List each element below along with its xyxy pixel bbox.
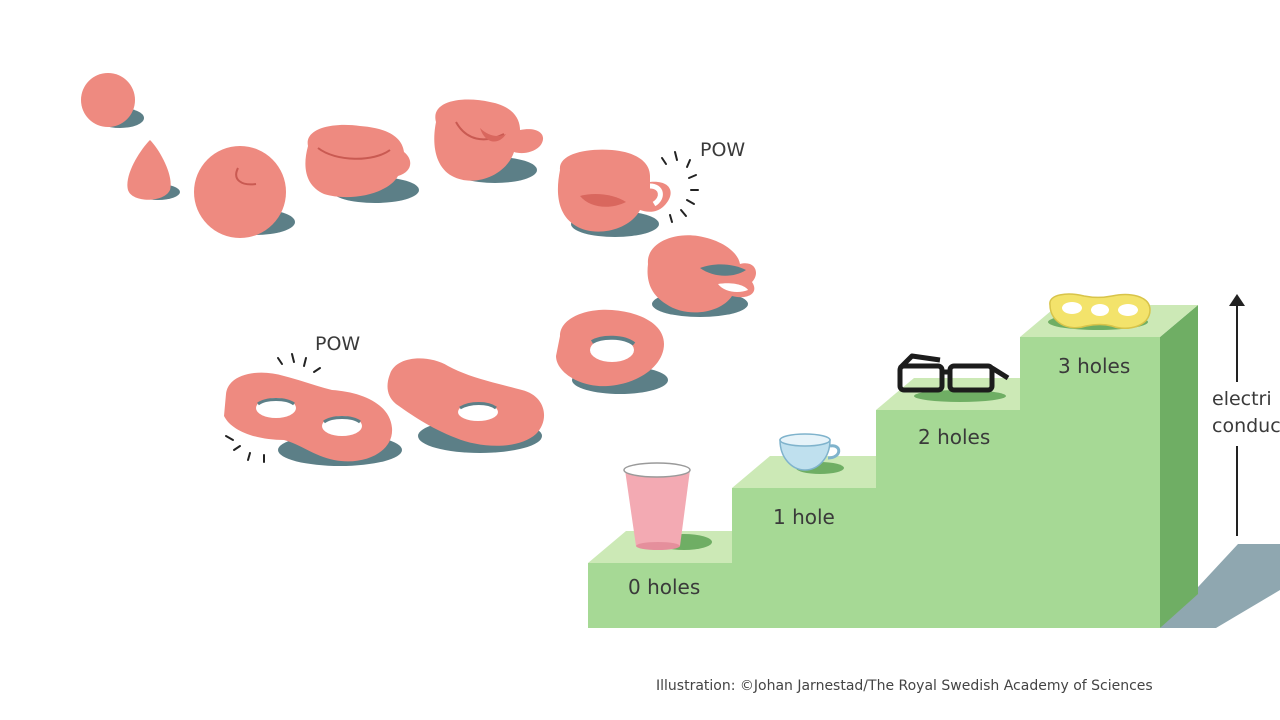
step-label-2: 2 holes: [918, 425, 990, 449]
blob-sphere-dimple: [194, 146, 295, 238]
blob-mug: [647, 235, 756, 317]
blob-bowl: [305, 124, 419, 203]
step-label-3: 3 holes: [1058, 354, 1130, 378]
axis-label-line2: conduc: [1212, 415, 1280, 437]
staircase-side-face: [1160, 305, 1198, 628]
staircase-shadow: [1160, 544, 1280, 628]
blob-double-torus: [224, 372, 402, 466]
arrow-up-icon: [1229, 294, 1245, 306]
pow-label-1: POW: [700, 139, 745, 161]
pow-label-2: POW: [315, 333, 360, 355]
glasses-icon: [897, 353, 1010, 402]
step-label-0: 0 holes: [628, 575, 700, 599]
blob-torus: [556, 309, 668, 394]
pretzel-icon: [1048, 293, 1151, 330]
step-label-1: 1 hole: [773, 505, 835, 529]
axis-label-line1: electri: [1212, 388, 1272, 410]
pow-burst-1: [661, 151, 699, 223]
staircase-front-face: [588, 337, 1160, 628]
teacup-icon: [779, 433, 844, 474]
blob-sequence: POW POW: [81, 73, 756, 466]
blob-handle-forming: [434, 99, 544, 183]
blob-teardrop: [127, 140, 180, 200]
conductivity-axis: electri conduc: [1212, 294, 1280, 536]
pow-burst-2: [225, 353, 321, 463]
blob-cup: [557, 149, 671, 237]
blob-long-torus: [387, 358, 545, 453]
paper-cup-icon: [623, 462, 712, 550]
illustration-credit: Illustration: ©Johan Jarnestad/The Royal…: [656, 678, 1153, 694]
staircase: 0 holes 1 hole 2 holes 3 holes: [588, 305, 1280, 628]
blob-sphere-small: [81, 73, 144, 128]
